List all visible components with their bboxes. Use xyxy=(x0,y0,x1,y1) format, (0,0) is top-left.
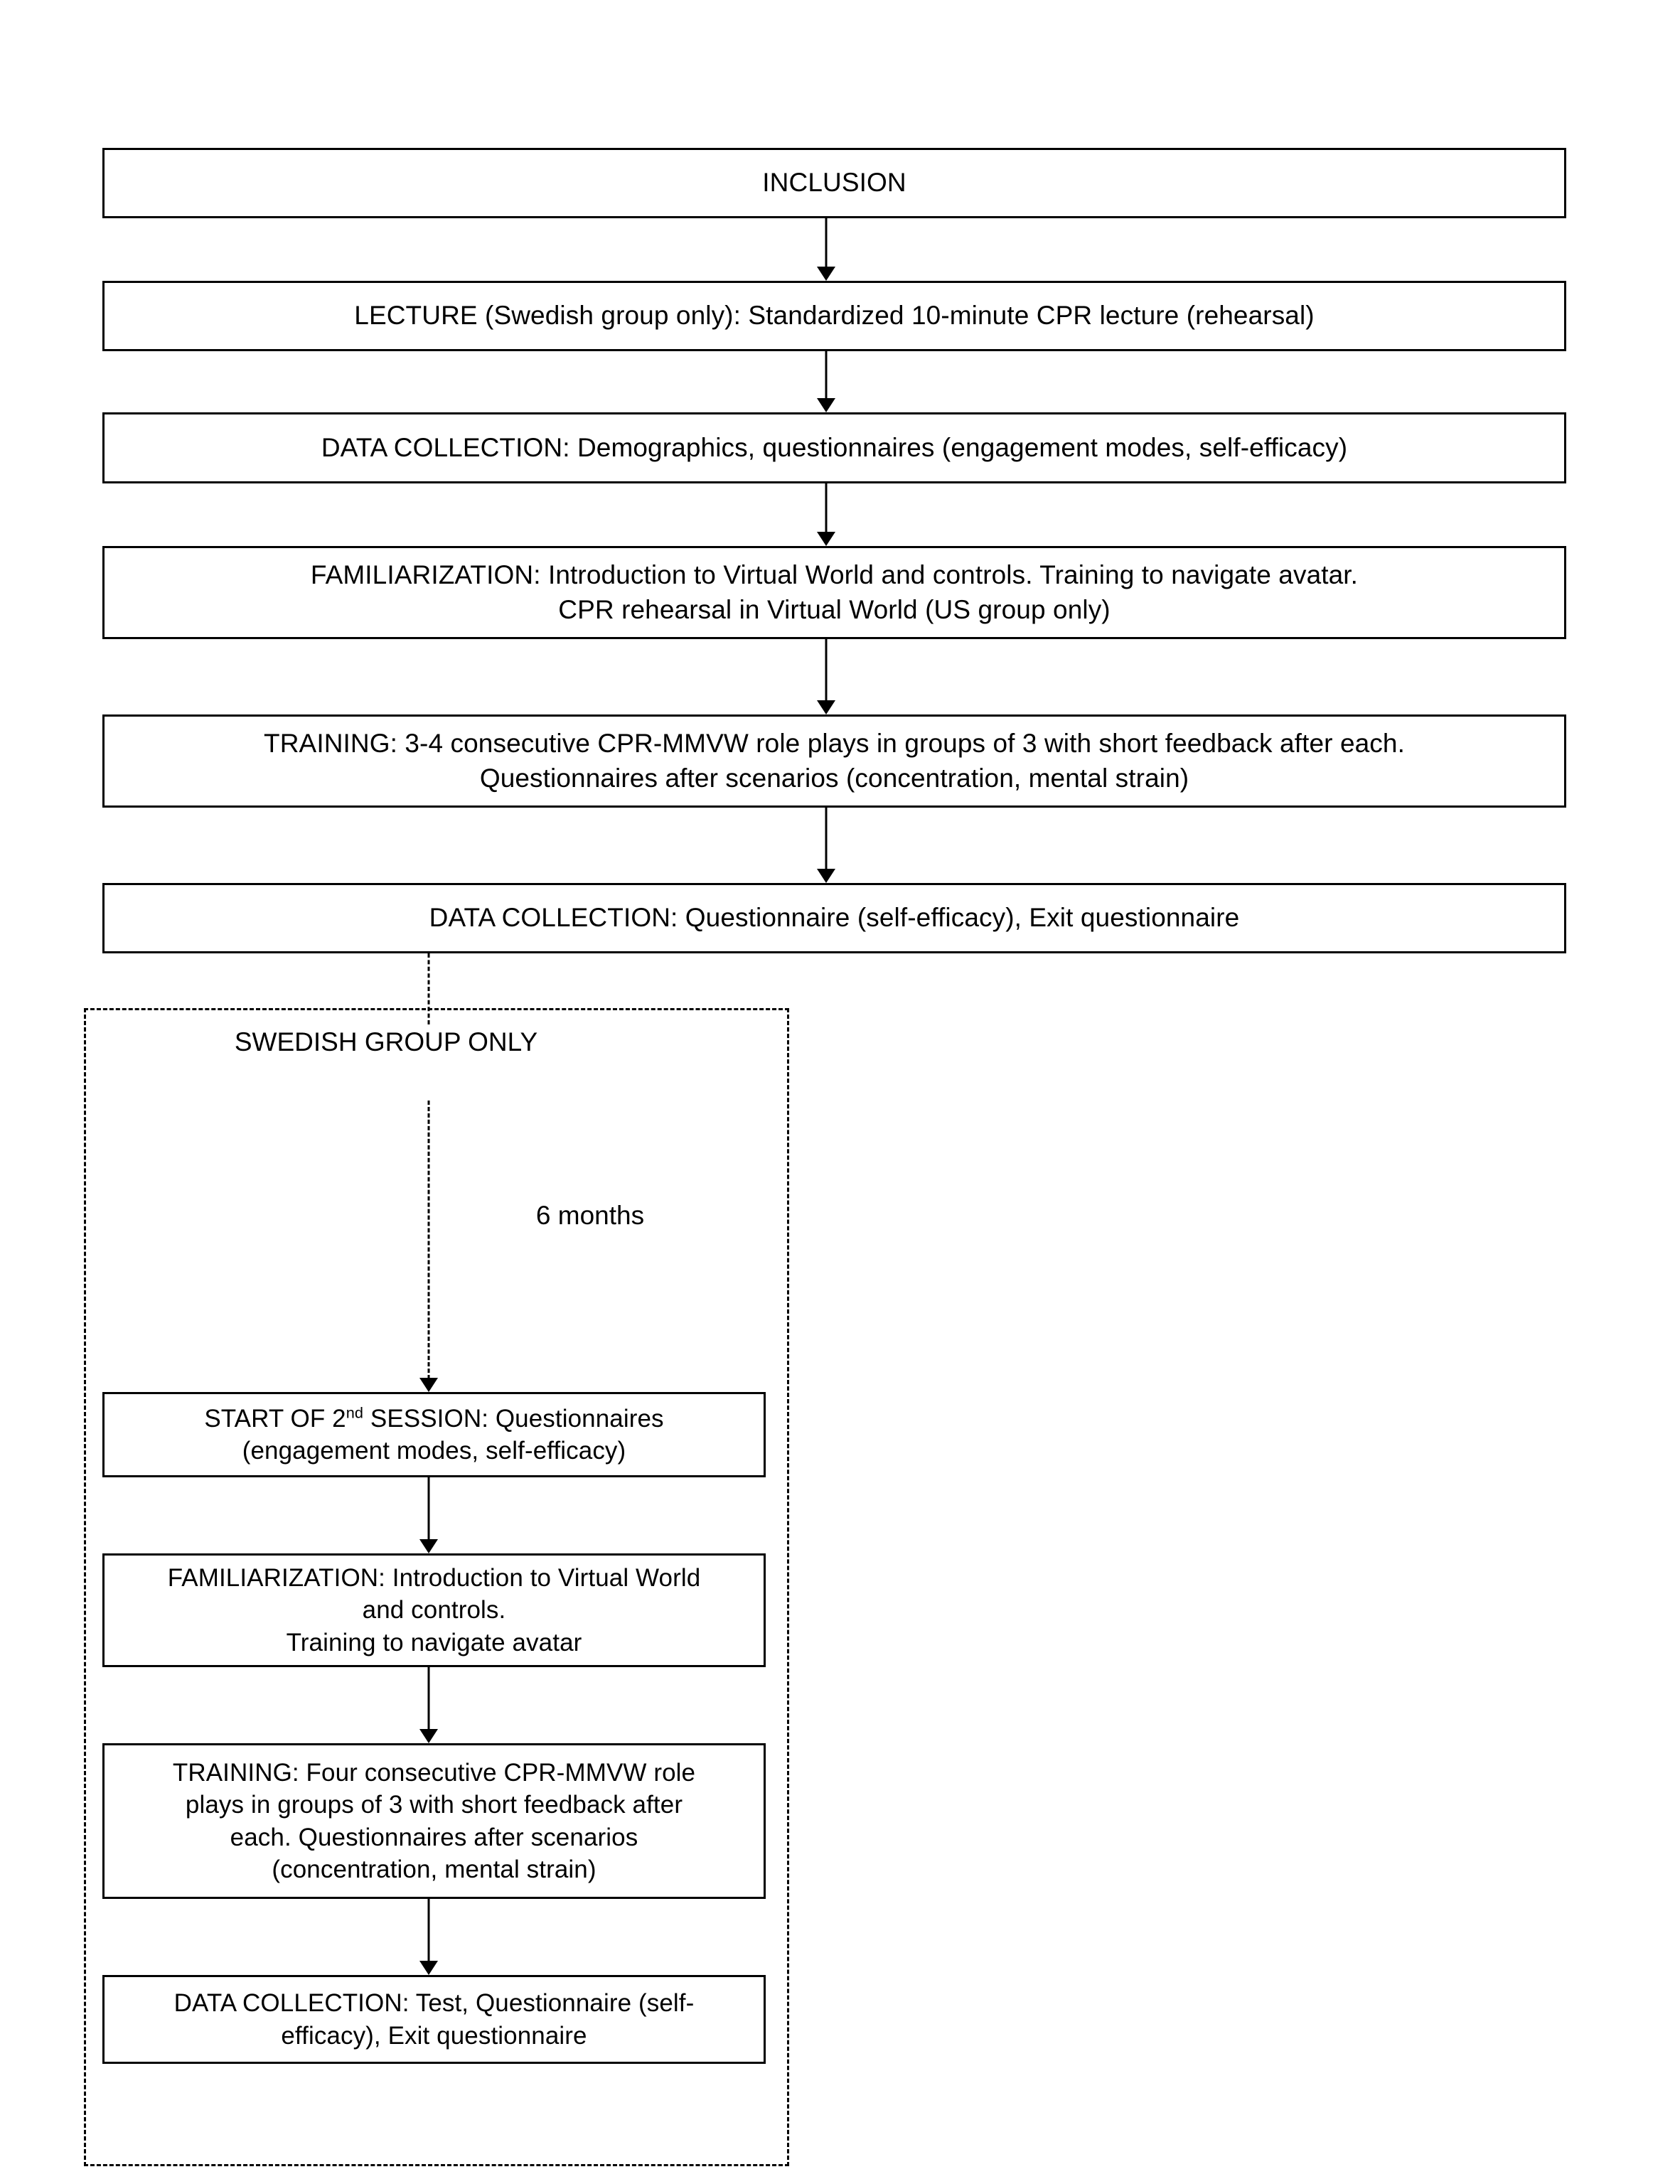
process-box-label: INCLUSION xyxy=(762,168,906,198)
arrowhead-icon xyxy=(419,1961,438,1975)
process-box-familiarization-1: FAMILIARIZATION: Introduction to Virtual… xyxy=(102,546,1566,639)
process-box-label: FAMILIARIZATION: Introduction to Virtual… xyxy=(310,560,1359,624)
connector-line xyxy=(427,1477,430,1541)
process-box-training-2: TRAINING: Four consecutive CPR-MMVW role… xyxy=(102,1743,766,1899)
connector-training-2-to-data-collection-3 xyxy=(414,1899,443,1975)
connector-line xyxy=(427,953,430,1024)
connector-inclusion-to-lecture xyxy=(812,218,840,281)
arrowhead-icon xyxy=(817,398,835,412)
process-box-data-collection-3: DATA COLLECTION: Test, Questionnaire (se… xyxy=(102,1975,766,2064)
connector-second-session-to-familiarization-2 xyxy=(414,1477,443,1553)
process-box-label: DATA COLLECTION: Questionnaire (self-eff… xyxy=(429,903,1240,933)
process-box-training-1: TRAINING: 3-4 consecutive CPR-MMVW role … xyxy=(102,714,1566,808)
connector-training-1-to-data-collection-2 xyxy=(812,808,840,883)
arrowhead-icon xyxy=(817,532,835,546)
connector-group-to-second-session xyxy=(414,1101,443,1392)
swedish-group-title: SWEDISH GROUP ONLY xyxy=(234,1027,538,1056)
connector-line xyxy=(825,218,828,268)
superscript-ordinal: nd xyxy=(346,1403,364,1421)
process-box-label: START OF 2nd SESSION: Questionnaires (en… xyxy=(204,1403,664,1465)
process-box-lecture: LECTURE (Swedish group only): Standardiz… xyxy=(102,281,1566,351)
arrowhead-icon xyxy=(817,869,835,883)
swedish-group-container xyxy=(84,1008,789,2166)
arrowhead-icon xyxy=(419,1729,438,1743)
process-box-label: DATA COLLECTION: Test, Questionnaire (se… xyxy=(173,1989,695,2050)
arrowhead-icon xyxy=(419,1539,438,1553)
connector-line xyxy=(427,1899,430,1962)
connector-line xyxy=(825,808,828,870)
process-box-label: TRAINING: Four consecutive CPR-MMVW role… xyxy=(172,1758,696,1884)
connector-line xyxy=(825,639,828,702)
connector-data-collection-1-to-familiarization-1 xyxy=(812,483,840,546)
arrowhead-icon xyxy=(817,267,835,281)
interval-label-6-months: 6 months xyxy=(535,1201,645,1230)
connector-familiarization-1-to-training-1 xyxy=(812,639,840,714)
process-box-data-collection-2: DATA COLLECTION: Questionnaire (self-eff… xyxy=(102,883,1566,953)
connector-line xyxy=(427,1101,430,1379)
connector-line xyxy=(825,483,828,533)
connector-familiarization-2-to-training-2 xyxy=(414,1667,443,1743)
process-box-familiarization-2: FAMILIARIZATION: Introduction to Virtual… xyxy=(102,1553,766,1667)
connector-data-collection-2-to-group xyxy=(414,953,443,1024)
connector-line xyxy=(427,1667,430,1730)
connector-lecture-to-data-collection-1 xyxy=(812,351,840,412)
arrowhead-icon xyxy=(817,700,835,714)
process-box-data-collection-1: DATA COLLECTION: Demographics, questionn… xyxy=(102,412,1566,483)
connector-line xyxy=(825,351,828,400)
process-box-inclusion: INCLUSION xyxy=(102,148,1566,218)
process-box-label: DATA COLLECTION: Demographics, questionn… xyxy=(321,432,1348,462)
process-box-second-session: START OF 2nd SESSION: Questionnaires (en… xyxy=(102,1392,766,1477)
arrowhead-icon xyxy=(419,1378,438,1392)
process-box-label: LECTURE (Swedish group only): Standardiz… xyxy=(354,301,1315,331)
process-box-label: TRAINING: 3-4 consecutive CPR-MMVW role … xyxy=(264,729,1405,793)
process-box-label: FAMILIARIZATION: Introduction to Virtual… xyxy=(167,1563,701,1656)
